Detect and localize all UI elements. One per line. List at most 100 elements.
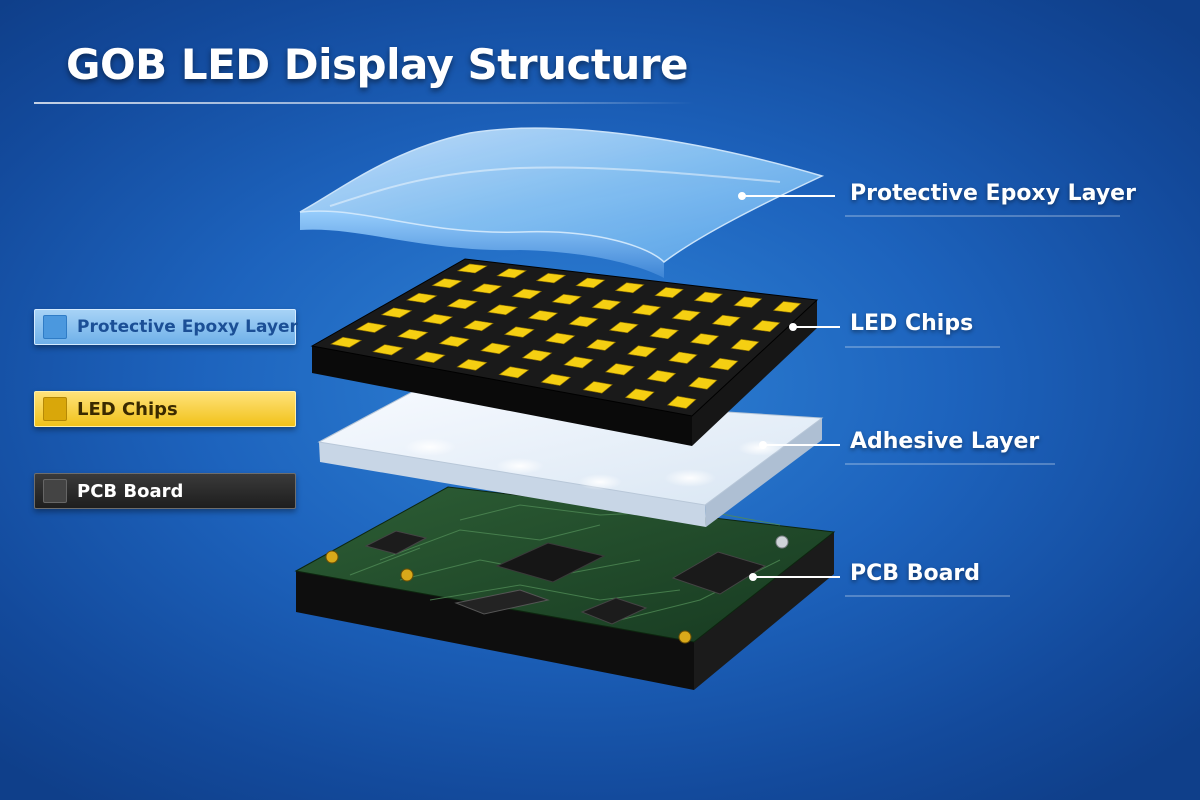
callout-underlines <box>845 215 1120 597</box>
pcb-ic-bottom <box>580 597 648 625</box>
led-chip-grid <box>330 263 802 409</box>
legend-label-chips: LED Chips <box>77 398 178 420</box>
led-chip <box>688 376 718 390</box>
callout-label-adhesive: Adhesive Layer <box>850 429 1040 454</box>
led-chip <box>421 313 454 325</box>
led-chip <box>521 349 553 362</box>
protective-epoxy-layer <box>299 127 825 278</box>
led-chip <box>438 335 470 348</box>
led-chip <box>689 333 720 346</box>
led-chip <box>668 351 698 364</box>
callout-dot-adhesive <box>759 441 767 449</box>
callout-label-epoxy: Protective Epoxy Layer <box>850 181 1136 206</box>
led-chip <box>396 329 429 340</box>
led-chip <box>591 299 622 311</box>
callout-label-pcb: PCB Board <box>850 561 981 586</box>
pcb-board <box>294 486 836 690</box>
led-chip <box>646 370 677 383</box>
adhesive-bubble <box>578 474 622 490</box>
legend-swatch-pcb <box>43 479 67 503</box>
led-chip <box>582 381 613 394</box>
led-chip <box>503 326 535 338</box>
legend-swatch-epoxy <box>43 315 67 339</box>
legend-swatch-chips <box>43 397 67 421</box>
epoxy-top-surface <box>299 127 825 263</box>
led-chip <box>330 336 363 348</box>
led-chip <box>456 263 488 274</box>
chip-board-side-right <box>692 300 817 446</box>
led-chip <box>414 351 446 364</box>
pcb-ic-left <box>364 530 428 555</box>
adhesive-bubble <box>496 458 544 474</box>
led-chip-board <box>310 258 819 446</box>
led-chip <box>380 307 413 318</box>
led-chip <box>471 283 503 294</box>
pcb-side-front <box>296 571 694 690</box>
pcb-connector <box>454 589 550 615</box>
callout-lines <box>738 192 840 581</box>
adhesive-side-front <box>319 442 706 527</box>
led-chip <box>568 315 599 328</box>
chip-board-side-front <box>312 346 692 446</box>
led-chip <box>649 327 680 340</box>
led-chip <box>575 277 606 289</box>
led-chip <box>498 366 530 379</box>
pcb-mounting-hole <box>400 568 414 582</box>
led-chip <box>627 345 657 358</box>
led-chip <box>545 332 576 345</box>
led-chip <box>487 304 519 316</box>
adhesive-bubble <box>404 438 456 456</box>
led-chip <box>527 310 559 322</box>
led-chip <box>772 301 802 313</box>
led-chip <box>733 296 763 308</box>
adhesive-bubble <box>664 469 716 487</box>
pcb-processor-chip <box>495 542 606 583</box>
led-chip <box>614 282 645 294</box>
pcb-mounting-hole <box>325 550 339 564</box>
led-chip <box>654 287 684 299</box>
led-chip <box>511 288 543 300</box>
led-chip <box>711 314 741 327</box>
led-chip <box>535 273 567 284</box>
pcb-ic-right <box>671 551 767 595</box>
callout-dot-pcb <box>749 573 757 581</box>
page-title: GOB LED Display Structure <box>66 40 689 89</box>
led-chip <box>431 278 463 289</box>
epoxy-highlight <box>329 166 781 207</box>
led-chip <box>709 357 739 371</box>
title-underline <box>34 102 694 104</box>
pcb-mounting-hole <box>775 535 789 549</box>
callout-label-chips: LED Chips <box>850 311 974 336</box>
callout-dot-chips <box>789 323 797 331</box>
led-chip <box>631 304 662 316</box>
led-chip <box>693 291 724 303</box>
led-chip <box>355 322 388 333</box>
led-chip <box>671 309 702 322</box>
led-chip <box>608 321 639 334</box>
led-chip <box>586 339 617 351</box>
led-chip <box>624 388 655 402</box>
led-chip <box>406 292 438 304</box>
led-chip <box>446 298 478 310</box>
led-chip <box>604 363 635 376</box>
led-chip <box>551 293 582 305</box>
led-chip <box>372 344 404 356</box>
led-chip <box>462 320 494 332</box>
led-chip <box>666 395 697 409</box>
legend-item-pcb: PCB Board <box>34 473 296 509</box>
led-chip <box>540 373 572 386</box>
legend-label-pcb: PCB Board <box>77 480 184 502</box>
legend-item-chips: LED Chips <box>34 391 296 427</box>
led-chip <box>480 342 512 355</box>
led-chip <box>730 339 760 352</box>
pcb-side-right <box>694 532 834 690</box>
pcb-mounting-hole <box>678 630 692 644</box>
led-chip <box>456 358 488 371</box>
epoxy-edge <box>300 210 664 278</box>
callout-dot-epoxy <box>738 192 746 200</box>
legend-label-epoxy: Protective Epoxy Layer <box>77 317 298 337</box>
led-chip <box>751 320 781 333</box>
legend-item-epoxy: Protective Epoxy Layer <box>34 309 298 345</box>
led-chip <box>496 268 527 279</box>
